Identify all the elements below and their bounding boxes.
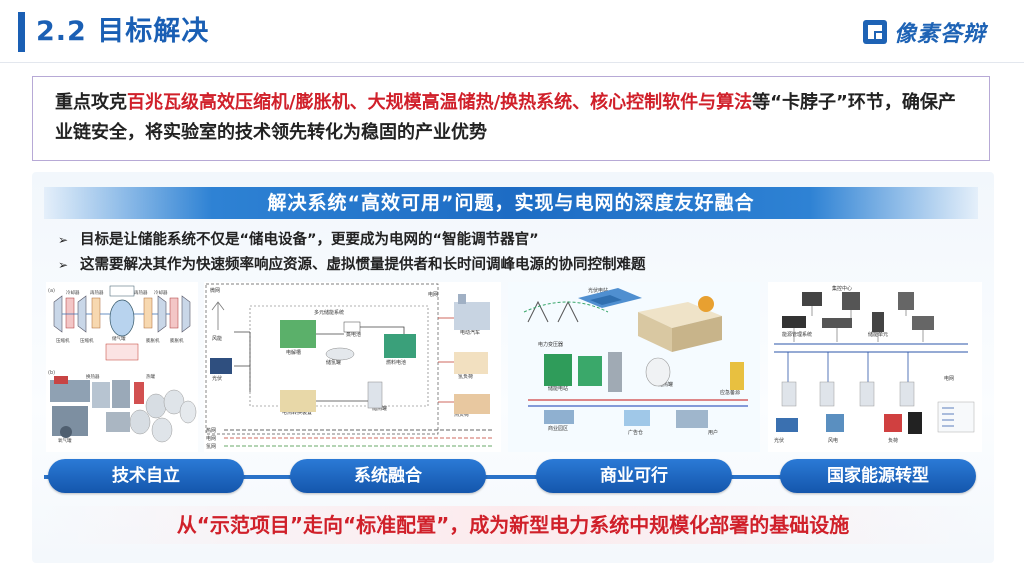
fig4-label: 集控中心 [832, 285, 852, 292]
intro-text: 重点攻克百兆瓦级高效压缩机/膨胀机、大规模高温储热/换热系统、核心控制软件与算法… [55, 88, 960, 148]
roadmap-arrow-line [44, 475, 944, 479]
fig1-label: (a) [48, 288, 55, 294]
fig2-label: 热网 [206, 427, 216, 434]
fig4-label: 光伏 [774, 437, 784, 444]
fig1-label: 热罐 [146, 373, 155, 380]
fig1-label: 换热器 [86, 373, 100, 380]
fig4-label: 能源管理系统 [782, 331, 812, 338]
arrow-right-icon: ➢ [58, 258, 69, 272]
fig1-label: 储气罐 [112, 335, 126, 342]
intro-box: 重点攻克百兆瓦级高效压缩机/膨胀机、大规模高温储热/换热系统、核心控制软件与算法… [32, 76, 990, 161]
fig2-label: 热负荷 [454, 411, 469, 418]
roadmap-step: 商业可行 [536, 459, 732, 493]
fig3-label: 广告仓 [628, 429, 643, 436]
fig1-label: 再热器 [134, 289, 148, 296]
fig1-label: 压缩机 [56, 337, 70, 344]
fig2-label: 微网 [210, 287, 220, 294]
header-divider [0, 62, 1024, 63]
figure-caes-schematic: (a) (b) 冷却器 冷却器 储气罐 再热器 再热器 压缩机 压缩机 膨胀机 … [46, 282, 198, 452]
fig2-label: 氢负荷 [458, 373, 473, 380]
fig2-label: 风能 [212, 335, 222, 342]
fig1-label: 氧气罐 [58, 437, 72, 444]
fig2-label: 氢网 [206, 443, 216, 450]
fig3-label: 用户 [708, 429, 718, 436]
roadmap: 技术自立 系统融合 商业可行 国家能源转型 [44, 459, 982, 495]
intro-part-2: 等“卡脖子”环节，确保产业链安全，将实验室的技术领先转化为稳固的产业优势 [55, 92, 956, 143]
roadmap-step: 国家能源转型 [780, 459, 976, 493]
bullet-text: 这需要解决其作为快速频率响应资源、虚拟惯量提供者和长时间调峰电源的协同控制难题 [80, 257, 646, 273]
fig1-label: 膨胀机 [146, 337, 160, 344]
fig2-label: 蒸电池 [346, 331, 361, 338]
fig2-label: 电动汽车 [460, 329, 480, 336]
fig1-label: 压缩机 [80, 337, 94, 344]
fig2-label: 电热转换装置 [282, 409, 312, 416]
fig1-label: 冷却器 [154, 289, 168, 296]
banner-text: 解决系统“高效可用”问题，实现与电网的深度友好融合 [267, 192, 755, 214]
fig2-label: 储氢罐 [326, 359, 341, 366]
fig3-label: 储热罐 [658, 381, 673, 388]
fig4-label: 负荷 [888, 437, 898, 444]
figure-control-topology: 集控中心 能源管理系统 储能单元 电网 光伏 风电 负荷 [768, 282, 982, 452]
fig3-label: 光伏电站 [588, 287, 608, 294]
fig2-label: 光伏 [212, 375, 222, 382]
fig2-label: 电网 [206, 435, 216, 442]
fig3-label: 应急备源 [720, 389, 740, 396]
conclusion-text: 从“示范项目”走向“标准配置”，成为新型电力系统中规模化部署的基础设施 [44, 506, 982, 544]
fig3-label: 商业园区 [548, 425, 568, 432]
slide-header: 2.2 目标解决 像素答辩 [0, 0, 1024, 62]
fig1-label: (b) [48, 370, 55, 376]
brand-logo: 像素答辩 [862, 16, 986, 48]
fig1-label: 再热器 [90, 289, 104, 296]
bullet-list: ➢ 目标是让储能系统不仅是“储电设备”，更要成为电网的“智能调节器官” ➢ 这需… [56, 228, 956, 278]
fig4-label: 风电 [828, 437, 838, 444]
fig3-label: 储能电站 [548, 385, 568, 392]
logo-mark-icon [862, 19, 888, 45]
bullet-text: 目标是让储能系统不仅是“储电设备”，更要成为电网的“智能调节器官” [80, 232, 539, 248]
logo-text: 像素答辩 [893, 22, 986, 47]
fig4-label: 电网 [944, 375, 954, 382]
roadmap-step: 技术自立 [48, 459, 244, 493]
roadmap-step: 系统融合 [290, 459, 486, 493]
fig2-label: 燃料电池 [386, 359, 406, 366]
fig1-label: 冷却器 [66, 289, 80, 296]
intro-highlight: 百兆瓦级高效压缩机/膨胀机、大规模高温储热/换热系统、核心控制软件与算法 [127, 92, 753, 113]
figure-energy-park: 光伏电站 电力变压器 商业园区 储热罐 用户 储能电站 广告仓 电厂 应急备源 [508, 282, 760, 452]
bullet-item: ➢ 目标是让储能系统不仅是“储电设备”，更要成为电网的“智能调节器官” [56, 228, 956, 253]
title-accent-bar [18, 12, 25, 52]
fig1-label: 膨胀机 [170, 337, 184, 344]
fig3-label: 电力变压器 [538, 341, 563, 348]
bullet-item: ➢ 这需要解决其作为快速频率响应资源、虚拟惯量提供者和长时间调峰电源的协同控制难… [56, 253, 956, 278]
fig2-label: 储热罐 [372, 405, 387, 412]
fig2-label: 电网 [428, 291, 438, 298]
arrow-right-icon: ➢ [58, 233, 69, 247]
figure-microgrid-diagram: 微网 电网 多元储能系统 风能 光伏 电解槽 储氢罐 燃料电池 蒸电池 电动汽车… [204, 282, 501, 452]
fig2-label: 多元储能系统 [314, 309, 344, 316]
slide-title: 2.2 目标解决 [36, 16, 210, 47]
intro-part-1: 重点攻克 [55, 92, 127, 113]
fig2-label: 电解槽 [286, 349, 301, 356]
section-banner: 解决系统“高效可用”问题，实现与电网的深度友好融合 [44, 187, 978, 219]
